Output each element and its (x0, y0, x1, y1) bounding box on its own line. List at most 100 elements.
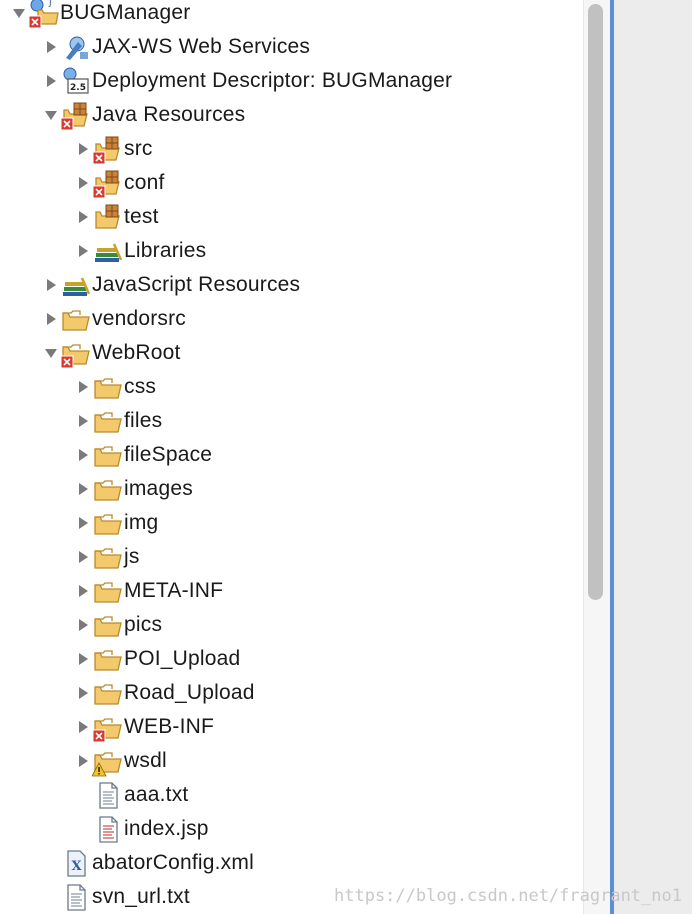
tree-item[interactable]: wsdl (74, 744, 167, 778)
text-file-icon (92, 778, 124, 812)
tree-item-label: fileSpace (124, 443, 213, 466)
folder-icon (92, 506, 124, 540)
tree-item[interactable]: Road_Upload (74, 676, 255, 710)
tree-item[interactable]: src (74, 132, 153, 166)
collapse-arrow-icon[interactable] (74, 608, 92, 642)
tree-item[interactable]: js (74, 540, 140, 574)
tree-item[interactable]: JavaScript Resources (42, 268, 300, 302)
collapse-arrow-icon[interactable] (74, 506, 92, 540)
folder-icon (92, 642, 124, 676)
jsp-file-icon (92, 812, 124, 846)
svg-text:J: J (48, 0, 52, 8)
tree-item-label: Deployment Descriptor: BUGManager (92, 69, 453, 92)
collapse-arrow-icon[interactable] (74, 574, 92, 608)
folder-icon (92, 370, 124, 404)
scrollbar-thumb[interactable] (588, 4, 603, 600)
tree-spacer (74, 812, 92, 846)
tree-item-label: index.jsp (124, 817, 209, 840)
tree-item-label: wsdl (124, 749, 167, 772)
tree-item-label: BUGManager (60, 1, 191, 24)
tree-item[interactable]: test (74, 200, 159, 234)
tree-item-label: vendorsrc (92, 307, 187, 330)
collapse-arrow-icon[interactable] (74, 370, 92, 404)
folder-icon (60, 336, 92, 370)
deployment-descriptor-icon: 2.5 (60, 64, 92, 98)
tree-item-label: aaa.txt (124, 783, 189, 806)
webservices-icon (60, 30, 92, 64)
collapse-arrow-icon[interactable] (42, 268, 60, 302)
collapse-arrow-icon[interactable] (42, 302, 60, 336)
tree-item[interactable]: conf (74, 166, 165, 200)
text-file-icon (60, 880, 92, 914)
collapse-arrow-icon[interactable] (74, 472, 92, 506)
folder-icon (92, 404, 124, 438)
tree-item-label: files (124, 409, 163, 432)
tree-item[interactable]: css (74, 370, 156, 404)
tree-item[interactable]: WEB-INF (74, 710, 214, 744)
collapse-arrow-icon[interactable] (74, 404, 92, 438)
libraries-icon (92, 234, 124, 268)
expand-arrow-icon[interactable] (10, 0, 28, 30)
source-folder-icon (92, 200, 124, 234)
folder-icon (92, 608, 124, 642)
tree-item-label: conf (124, 171, 165, 194)
tree-item-label: img (124, 511, 159, 534)
folder-icon (92, 744, 124, 778)
tree-item[interactable]: aaa.txt (74, 778, 188, 812)
folder-icon (60, 302, 92, 336)
folder-icon (92, 574, 124, 608)
collapse-arrow-icon[interactable] (74, 166, 92, 200)
folder-icon (92, 438, 124, 472)
tree-item[interactable]: J BUGManager (10, 0, 190, 30)
pane-divider[interactable] (610, 0, 614, 914)
collapse-arrow-icon[interactable] (74, 438, 92, 472)
tree-spacer (42, 880, 60, 914)
collapse-arrow-icon[interactable] (42, 30, 60, 64)
tree-item-label: META-INF (124, 579, 224, 602)
libraries-icon (60, 268, 92, 302)
tree-item-label: src (124, 137, 153, 160)
tree-item[interactable]: POI_Upload (74, 642, 240, 676)
folder-icon (92, 676, 124, 710)
tree-item[interactable]: Libraries (74, 234, 206, 268)
collapse-arrow-icon[interactable] (74, 234, 92, 268)
side-panel (614, 0, 692, 914)
xml-file-icon: X (60, 846, 92, 880)
tree-item[interactable]: fileSpace (74, 438, 212, 472)
watermark: https://blog.csdn.net/fragrant_no1 (334, 886, 682, 906)
collapse-arrow-icon[interactable] (74, 642, 92, 676)
tree-item[interactable]: vendorsrc (42, 302, 186, 336)
tree-item[interactable]: WebRoot (42, 336, 181, 370)
tree-item[interactable]: img (74, 506, 158, 540)
folder-icon (92, 710, 124, 744)
tree-item[interactable]: files (74, 404, 162, 438)
collapse-arrow-icon[interactable] (74, 200, 92, 234)
svg-text:X: X (71, 859, 82, 874)
collapse-arrow-icon[interactable] (74, 676, 92, 710)
tree-item[interactable]: images (74, 472, 193, 506)
tree-item-label: POI_Upload (124, 647, 241, 670)
tree-spacer (42, 846, 60, 880)
expand-arrow-icon[interactable] (42, 98, 60, 132)
folder-icon (92, 540, 124, 574)
collapse-arrow-icon[interactable] (74, 540, 92, 574)
tree-item-label: JAX-WS Web Services (92, 35, 311, 58)
tree-item[interactable]: JAX-WS Web Services (42, 30, 310, 64)
collapse-arrow-icon[interactable] (74, 744, 92, 778)
tree-item-label: Java Resources (92, 103, 246, 126)
expand-arrow-icon[interactable] (42, 336, 60, 370)
tree-item-label: css (124, 375, 157, 398)
tree-item[interactable]: Java Resources (42, 98, 245, 132)
collapse-arrow-icon[interactable] (74, 132, 92, 166)
collapse-arrow-icon[interactable] (74, 710, 92, 744)
collapse-arrow-icon[interactable] (42, 64, 60, 98)
tree-item[interactable]: svn_url.txt (42, 880, 190, 914)
tree-item[interactable]: pics (74, 608, 162, 642)
java-resources-icon (60, 98, 92, 132)
tree-item[interactable]: index.jsp (74, 812, 209, 846)
tree-item[interactable]: META-INF (74, 574, 223, 608)
project-icon: J (28, 0, 60, 30)
